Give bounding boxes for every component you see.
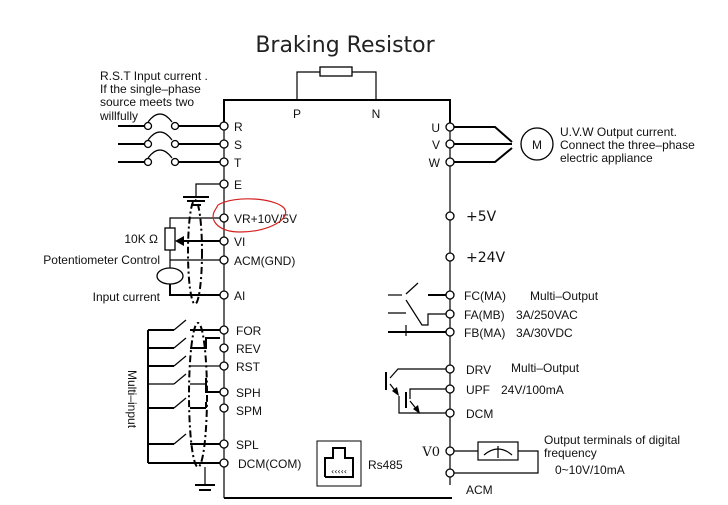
transistor-desc: Multi–Output [511, 361, 580, 375]
svg-text:Connect the three–phase: Connect the three–phase [560, 138, 695, 152]
motor-label: M [532, 138, 542, 152]
terminal-n-label: N [372, 107, 381, 121]
relay-terminals: FC(MA) Multi–Output FA(MB) 3A/250VAC FB(… [445, 289, 599, 340]
motor-icon [520, 127, 554, 161]
multi-input-label: Multi–input [125, 370, 139, 429]
terminal-fc: FC(MA) [464, 289, 506, 303]
terminal-drv: DRV [466, 363, 491, 377]
terminal-for: FOR [236, 324, 262, 338]
terminal-upf: UPF [466, 383, 490, 397]
terminal-vi: VI [234, 235, 245, 249]
terminal-r: R [234, 120, 243, 134]
frequency-meter-wiring [454, 441, 539, 474]
svg-text:R.S.T Input current .: R.S.T Input current . [100, 69, 208, 83]
terminal-vr: VR+10V/5V [234, 212, 297, 226]
terminal-t: T [234, 156, 242, 170]
transistor-wiring [385, 368, 446, 414]
relay-wiring [388, 282, 446, 336]
analog-wiring [156, 199, 220, 305]
svg-text:source meets two: source meets two [100, 95, 194, 109]
analog-terminals: VR+10V/5V VI ACM(GND) AI [219, 212, 297, 303]
svg-text:‹‹‹‹‹: ‹‹‹‹‹ [331, 467, 347, 476]
terminal-v0: V0 [421, 445, 440, 460]
relay-desc: Multi–Output [530, 289, 599, 303]
terminal-5v: +5V [466, 209, 497, 225]
terminal-24v: +24V [466, 250, 506, 266]
motor-wiring: M [454, 126, 554, 163]
shield-icon [187, 199, 203, 305]
terminal-u: U [431, 121, 440, 135]
terminal-v: V [432, 138, 440, 152]
terminal-dcm-com: DCM(COM) [238, 457, 301, 471]
potentiometer-label: 10K Ω [124, 232, 158, 246]
shield-icon [188, 322, 208, 468]
transistor-terminals: DRV Multi–Output UPF 24V/100mA DCM [445, 361, 580, 421]
highlight-circle [212, 198, 287, 233]
terminal-rst: RST [236, 360, 261, 374]
current-source-icon [156, 267, 184, 285]
svg-text:If the single–phase: If the single–phase [100, 82, 201, 96]
svg-text:willfully: willfully [99, 109, 138, 123]
potentiometer-icon [164, 227, 176, 251]
terminal-fb: FB(MA) [464, 326, 505, 340]
freq-output-note: frequency [544, 446, 597, 460]
rs485-label: Rs485 [368, 458, 403, 472]
braking-resistor [296, 66, 377, 100]
terminal-dcm: DCM [466, 407, 493, 421]
output-note: U.V.W Output current. Connect the three–… [560, 125, 695, 165]
terminal-spl: SPL [236, 438, 259, 452]
terminal-acm: ACM [466, 483, 493, 497]
terminal-e: E [234, 178, 242, 192]
input-current-label: Input current [93, 290, 161, 304]
terminal-fa: FA(MB) [464, 308, 505, 322]
potentiometer-control-label: Potentiometer Control [43, 253, 160, 267]
relay-desc: 3A/30VDC [516, 326, 573, 340]
drive-body [223, 99, 452, 499]
terminal-ai: AI [234, 289, 245, 303]
diagram-title: Braking Resistor [255, 33, 435, 58]
output-terminals: U V W [429, 121, 455, 170]
terminal-spm: SPM [236, 404, 262, 418]
terminal-p-label: P [293, 107, 301, 121]
freq-output-note: Output terminals of digital [544, 433, 680, 447]
transistor-desc: 24V/100mA [501, 383, 564, 397]
svg-text:U.V.W Output current.: U.V.W Output current. [560, 125, 677, 139]
rst-breakers [118, 113, 220, 206]
resistor-symbol-icon [319, 66, 353, 77]
terminal-sph: SPH [236, 386, 261, 400]
digital-input-wiring [147, 319, 220, 491]
digital-input-terminals: FOR REV RST SPH SPM SPL DCM(COM) [219, 324, 301, 471]
terminal-acm-gnd: ACM(GND) [234, 254, 295, 268]
terminal-s: S [234, 138, 242, 152]
freq-output-range: 0~10V/10mA [555, 463, 625, 477]
relay-desc: 3A/250VAC [516, 308, 578, 322]
input-terminals: R S T E [219, 120, 243, 192]
input-note: R.S.T Input current . If the single–phas… [99, 69, 208, 123]
rs485-port-icon[interactable]: ‹‹‹‹‹ [316, 440, 362, 487]
terminal-rev: REV [236, 342, 261, 356]
svg-text:electric appliance: electric appliance [560, 151, 653, 165]
terminal-w: W [429, 156, 441, 170]
